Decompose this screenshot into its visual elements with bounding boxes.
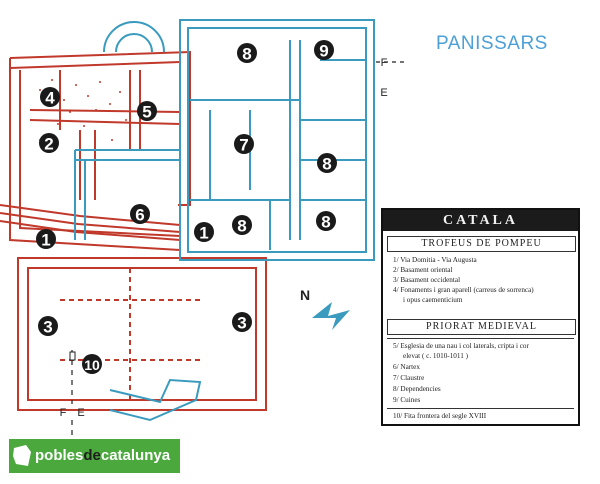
legend-item: 3/ Basament occidental	[393, 276, 461, 284]
svg-text:8: 8	[237, 217, 246, 236]
marker-9: 9	[314, 40, 334, 61]
legend-footer: 10/ Fita frontera del segle XVIII	[393, 412, 487, 420]
legend-section-heading-priorat: PRIORAT MEDIEVAL	[387, 319, 576, 335]
svg-text:5: 5	[142, 103, 151, 122]
marker-5: 5	[137, 101, 157, 122]
svg-text:7: 7	[239, 136, 248, 155]
legend-box: CATALA TROFEUS DE POMPEU 1/ Via Domitia …	[381, 208, 580, 426]
logo-text-part1: pobles	[35, 447, 84, 464]
marker-7: 7	[234, 134, 254, 155]
legend-section-heading-trofeus: TROFEUS DE POMPEU	[387, 236, 576, 252]
legend-divider	[387, 338, 574, 339]
legend-item: 4/ Fonaments i gran aparell (carreus de …	[393, 286, 534, 294]
logo: poblesdecatalunya	[9, 439, 180, 473]
svg-text:3: 3	[43, 318, 52, 337]
logo-text-part3: catalunya	[100, 447, 171, 464]
marker-6: 6	[130, 204, 150, 225]
legend-item: 9/ Cuines	[393, 396, 421, 404]
markers: 1 1 2 3 3 4 5 6 7 8 8 8 8 9 10	[36, 40, 337, 374]
legend-item: 6/ Nartex	[393, 363, 420, 371]
marker-8b: 8	[232, 215, 252, 236]
marker-1a: 1	[36, 229, 56, 250]
svg-text:3: 3	[237, 314, 246, 333]
marker-2: 2	[39, 133, 59, 154]
svg-text:9: 9	[319, 42, 328, 61]
marker-8c: 8	[317, 153, 337, 174]
medieval-walls	[74, 19, 375, 422]
legend-item: elevat ( c. 1010-1011 )	[403, 352, 468, 360]
svg-text:8: 8	[321, 213, 330, 232]
marker-10: 10	[82, 354, 102, 374]
legend-item: i opus caementicium	[403, 296, 463, 304]
legend-item: 8/ Dependencies	[393, 385, 441, 393]
north-label: N	[300, 287, 310, 303]
frontier-label-f-ne: F	[381, 57, 388, 69]
svg-text:10: 10	[84, 357, 100, 373]
svg-text:2: 2	[44, 135, 53, 154]
legend-header: CATALA	[383, 210, 578, 231]
marker-8d: 8	[316, 211, 336, 232]
marker-3a: 3	[38, 316, 58, 337]
legend-item: 7/ Claustre	[393, 374, 425, 382]
marker-4: 4	[40, 87, 60, 108]
frontier-stone	[69, 351, 76, 361]
marker-8a: 8	[237, 43, 257, 64]
logo-text: poblesdecatalunya	[35, 447, 170, 464]
frontier-label-f: F	[60, 407, 67, 419]
legend-divider	[387, 408, 574, 409]
svg-text:8: 8	[322, 155, 331, 174]
frontier-label-e: E	[77, 407, 84, 419]
frontier-label-e-ne: E	[380, 87, 387, 99]
catalonia-map-icon	[13, 445, 31, 466]
svg-text:8: 8	[242, 45, 251, 64]
legend-item: 5/ Esglesia de una nau i col laterals, c…	[393, 342, 529, 350]
marker-3b: 3	[232, 312, 252, 333]
logo-text-part2: de	[83, 447, 101, 464]
legend-item: 2/ Basament oriental	[393, 266, 453, 274]
north-arrow-icon	[312, 302, 350, 330]
svg-text:4: 4	[45, 89, 55, 108]
apse	[103, 21, 165, 53]
place-title: PANISSARS	[436, 33, 548, 54]
legend-item: 1/ Via Domitia - Via Augusta	[393, 256, 477, 264]
roman-foundations	[0, 50, 267, 411]
svg-text:1: 1	[41, 231, 50, 250]
svg-text:1: 1	[199, 224, 208, 243]
marker-1b: 1	[194, 222, 214, 243]
svg-text:6: 6	[135, 206, 144, 225]
